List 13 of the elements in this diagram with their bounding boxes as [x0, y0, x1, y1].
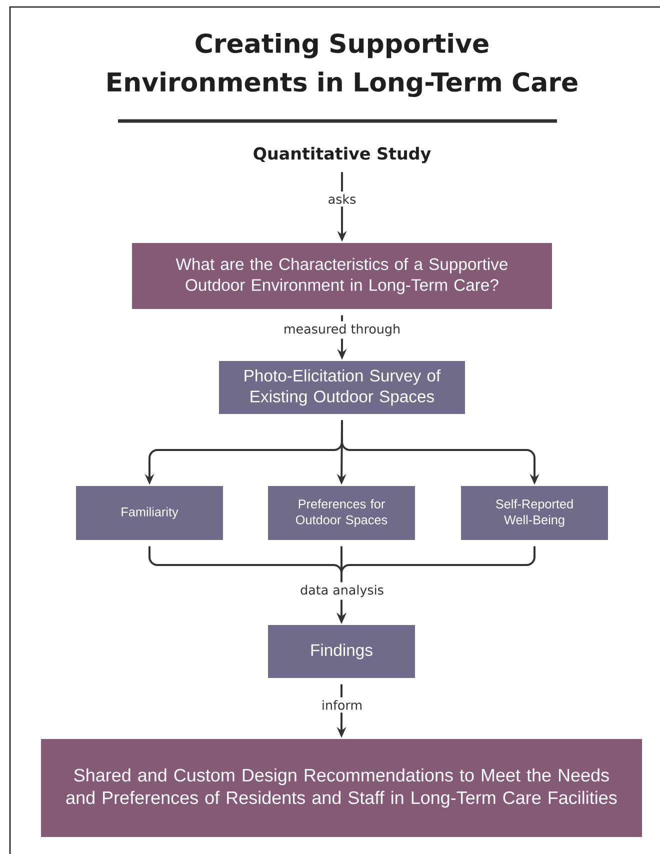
question-box: What are the Characteristics of a Supportive Outdoor Environment in Long-Term Care?: [132, 243, 552, 309]
edge-label: asks: [325, 191, 359, 207]
process-box: Photo-Elicitation Survey of Existing Outdoor Spaces: [219, 361, 465, 414]
heading-text: Quantitative Study: [254, 146, 431, 164]
edge-label: measured through: [280, 321, 404, 339]
process-box: Familiarity: [76, 486, 223, 540]
edge-label: inform: [318, 697, 366, 713]
title: Creating Supportive Environments in Long-Term Care: [108, 33, 578, 98]
edge-label: data analysis: [297, 582, 387, 600]
process-box: Preferences for Outdoor Spaces: [268, 486, 415, 540]
process-box: Findings: [268, 625, 415, 678]
process-box: Self-Reported Well-Being: [461, 486, 608, 540]
result-box: Shared and Custom Design Recommendations to Meet the Needs and Preferences of Residents and Staff in Long-Term Care Facilities: [41, 739, 642, 837]
